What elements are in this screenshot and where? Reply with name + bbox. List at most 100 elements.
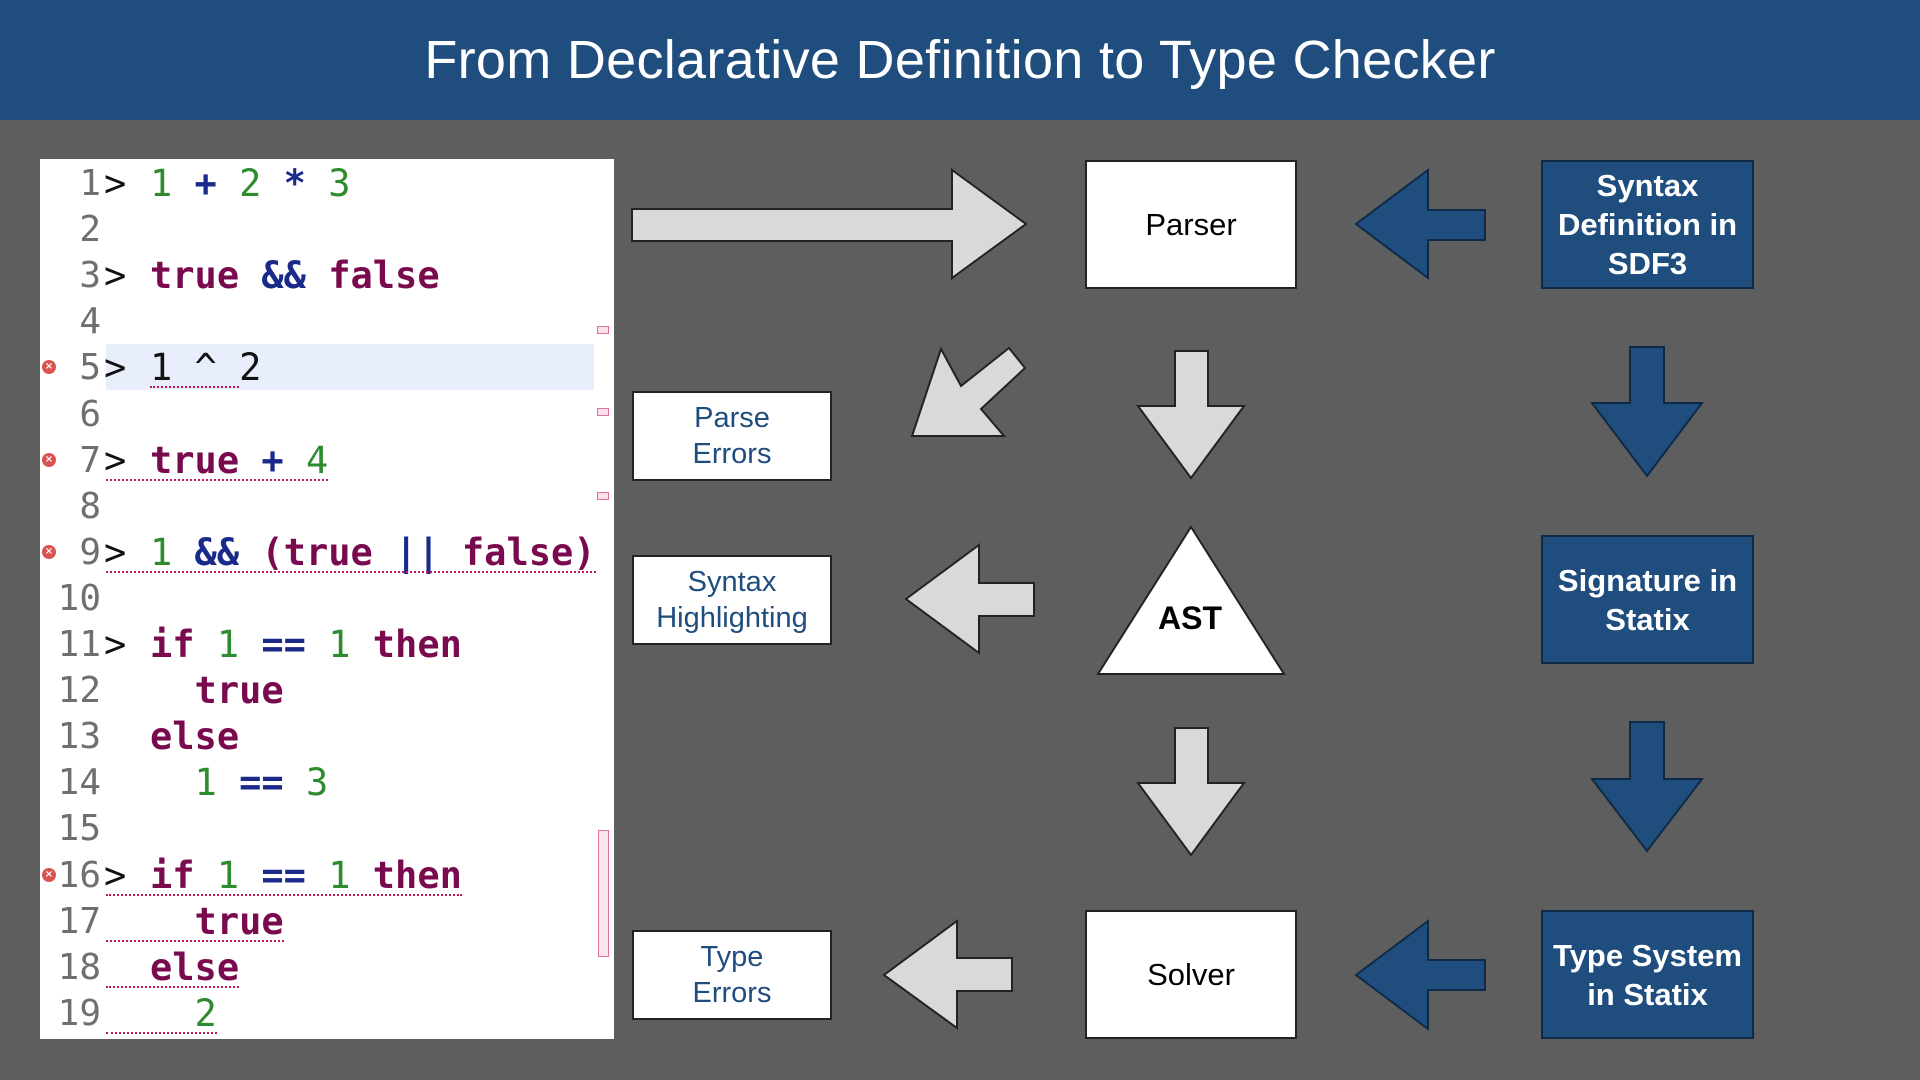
code-token: 1 (328, 623, 351, 666)
syntax-highlighting-line2: Highlighting (656, 602, 808, 634)
overview-ruler-marker[interactable] (597, 408, 609, 416)
code-line[interactable]: ×7>true + 4 (40, 438, 614, 484)
parser-label: Parser (1145, 206, 1237, 242)
code-token: 3 (305, 761, 329, 805)
code-token: false (328, 254, 440, 298)
code-line[interactable]: 8 (40, 484, 614, 530)
ast-triangle (1096, 525, 1286, 675)
signature-line2: Statix (1605, 601, 1690, 637)
parser-to-ast-arrow (1136, 350, 1246, 480)
code-token: 1 (150, 530, 173, 574)
error-marker-icon[interactable]: × (42, 452, 56, 467)
overview-ruler-marker[interactable] (597, 326, 609, 334)
code-line[interactable]: 6 (40, 392, 614, 438)
line-number: 12 (57, 670, 101, 712)
code-token: else (150, 715, 240, 759)
code-text: if 1 == 1 then (150, 622, 462, 668)
line-number: 1 (79, 163, 101, 204)
code-text: 1 == 3 (150, 760, 329, 806)
type-system-to-solver-arrow (1354, 919, 1486, 1031)
code-token: 1 ^ 2 (150, 346, 262, 390)
code-line[interactable]: 12 true (40, 668, 614, 714)
ast-to-solver-arrow (1136, 727, 1246, 857)
code-token: 4 (305, 438, 329, 482)
code-text: true + 4 (150, 438, 328, 484)
code-token: 1 (150, 761, 217, 805)
parse-errors-line1: Parse (694, 402, 770, 434)
solver-box: Solver (1085, 910, 1297, 1039)
sdf3-to-parser-arrow (1354, 168, 1486, 280)
parse-errors-line2: Errors (692, 438, 772, 470)
code-line[interactable]: ×9>1 && (true || false) (40, 530, 614, 576)
error-marker-icon[interactable]: × (42, 544, 56, 559)
syntax-highlighting-line1: Syntax (687, 566, 777, 598)
error-marker-icon[interactable]: × (42, 867, 56, 882)
line-number: 10 (57, 577, 101, 619)
parser-box: Parser (1085, 160, 1297, 289)
type-system-line2: in Statix (1587, 976, 1708, 1012)
overview-ruler-marker[interactable] (597, 492, 609, 500)
code-text: true (150, 899, 284, 945)
line-number: 13 (57, 716, 101, 758)
code-text: else (150, 945, 239, 991)
code-token: == (239, 853, 329, 897)
scrollbar-thumb[interactable] (598, 830, 609, 957)
code-line[interactable]: 1>1 + 2 * 3 (40, 161, 614, 207)
current-line-highlight (106, 344, 594, 391)
code-line[interactable]: 17 true (40, 899, 614, 945)
code-line[interactable]: 2 (40, 207, 614, 253)
code-token: == (216, 761, 306, 805)
code-line[interactable]: 14 1 == 3 (40, 760, 614, 806)
code-line[interactable]: ×16>if 1 == 1 then (40, 853, 614, 899)
syntax-highlighting-arrow (904, 543, 1035, 655)
sdf3-line2: Definition in (1557, 207, 1738, 242)
code-text: else (150, 714, 239, 760)
line-number: 7 (79, 439, 101, 481)
line-number: 15 (57, 808, 101, 850)
code-line[interactable]: 10 (40, 576, 614, 622)
code-text: 1 && (true || false) (150, 530, 596, 576)
code-token: (true (261, 530, 373, 574)
code-token: if (150, 853, 217, 897)
prompt-symbol: > (104, 346, 127, 390)
prompt-symbol: > (104, 162, 127, 205)
error-underline (106, 570, 596, 573)
code-line[interactable]: 4 (40, 299, 614, 345)
error-underline (106, 893, 463, 896)
code-line[interactable]: 19 2 (40, 991, 614, 1037)
code-token: 1 (150, 162, 173, 205)
line-number: 8 (79, 485, 101, 527)
code-token: * (261, 162, 329, 205)
prompt-symbol: > (104, 254, 127, 298)
code-text: if 1 == 1 then (150, 853, 462, 899)
code-line[interactable]: 13 else (40, 714, 614, 760)
ast-label: AST (1158, 600, 1222, 636)
type-errors-arrow (882, 919, 1013, 1030)
sdf3-to-signature-arrow (1589, 346, 1705, 478)
code-token: 1 (216, 853, 240, 897)
error-underline (106, 1031, 217, 1034)
code-token: == (239, 623, 329, 666)
error-marker-icon[interactable]: × (42, 360, 56, 375)
code-line[interactable]: ×5>1 ^ 2 (40, 344, 614, 391)
signature-line1: Signature in (1557, 562, 1738, 598)
error-underline (106, 939, 284, 942)
code-token: true (150, 899, 284, 943)
error-underline (106, 985, 240, 988)
code-token: 3 (328, 162, 351, 205)
line-number: 4 (79, 301, 101, 343)
code-token: && (239, 254, 329, 298)
code-token: true (150, 254, 240, 298)
code-line[interactable]: 11>if 1 == 1 then (40, 622, 614, 668)
prompt-symbol: > (104, 623, 127, 666)
code-line[interactable]: 3>true && false (40, 253, 614, 299)
line-number: 2 (79, 209, 101, 251)
code-line[interactable]: 15 (40, 806, 614, 852)
